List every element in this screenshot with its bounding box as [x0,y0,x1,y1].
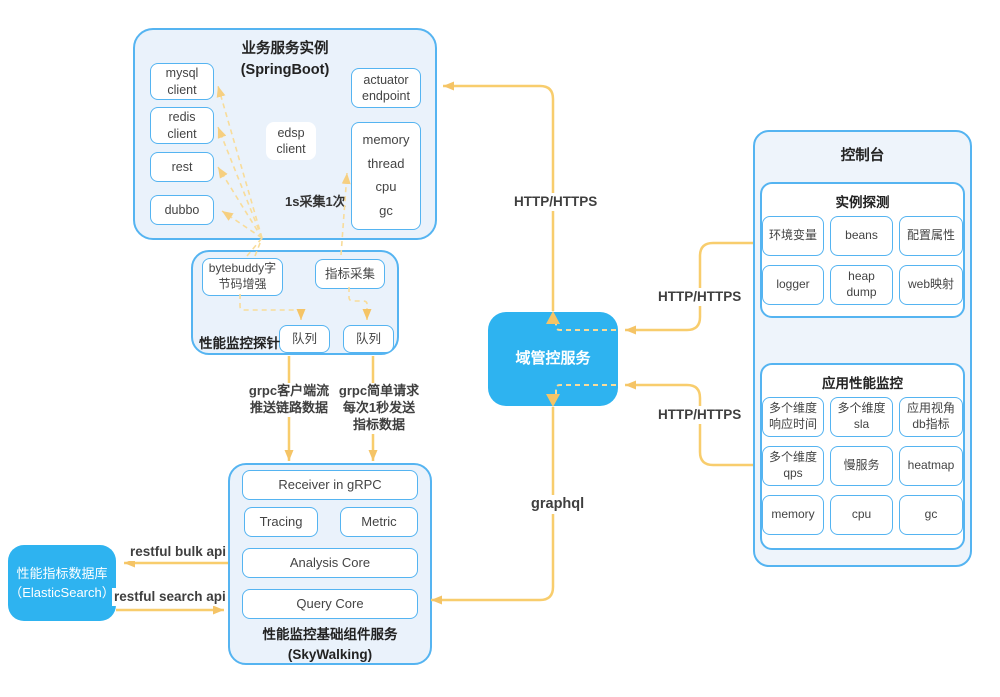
restful-search-label: restful search api [112,588,228,606]
skywalking-label-line1: 性能监控基础组件服务 [262,627,398,642]
domain-control-service-label: 域管控服务 [515,349,591,367]
config-props-box: 配置属性 [899,216,963,256]
redis-client-box: redis client [150,107,214,144]
console-top-http-line [625,241,753,335]
skywalking-label: 性能监控基础组件服务 (SkyWalking) [230,625,430,666]
db-metric-box: 应用视角db指标 [899,397,963,437]
instance-probe-title: 实例探测 [835,195,890,210]
probe-label: 性能监控探针 [199,336,280,351]
graphql-label: graphql [529,495,587,514]
metric-gc: gc [379,203,393,219]
springboot-title-line2: (SpringBoot) [240,62,330,79]
qps-box: 多个维度qps [762,446,824,486]
domain-control-service-box: 域管控服务 [488,312,618,406]
sample-rate-note: 1s采集1次 [285,194,346,209]
jvm-metrics-box: memory thread cpu gc [351,122,421,230]
elasticsearch-label-line2: （ElasticSearch） [9,585,115,600]
http-to-springboot-label: HTTP/HTTPS [512,193,600,211]
metric-cpu: cpu [375,179,397,195]
elasticsearch-label-line1: 性能指标数据库 [16,565,108,581]
metric-box: Metric [340,507,418,537]
receiver-grpc-box: Receiver in gRPC [242,470,418,500]
sla-box: 多个维度sla [830,397,893,437]
heap-dump-box: heap dump [830,265,893,305]
skywalking-label-line2: (SkyWalking) [287,647,373,663]
slow-svc-box: 慢服务 [830,446,893,486]
query-core-box: Query Core [242,589,418,619]
console-box: 控制台 实例探测 环境变量 beans 配置属性 logger heap dum… [753,130,972,567]
console-title: 控制台 [840,148,885,164]
memory-box: memory [762,495,824,535]
apm-grid: 多个维度响应时间 多个维度sla 应用视角db指标 多个维度qps 慢服务 he… [762,397,963,535]
metric-collector-box: 指标采集 [315,259,385,289]
queue-box-1: 队列 [279,325,330,353]
logger-box: logger [762,265,824,305]
edsp-client-box: edsp client [266,122,316,160]
apm-title: 应用性能监控 [822,376,903,391]
instance-probe-panel: 实例探测 环境变量 beans 配置属性 logger heap dump we… [760,182,965,318]
instance-probe-grid: 环境变量 beans 配置属性 logger heap dump web映射 [762,216,963,305]
beans-box: beans [830,216,893,256]
grpc-stream-label: grpc客户端流 推送链路数据 [243,383,335,417]
web-mapping-box: web映射 [899,265,963,305]
rest-box: rest [150,152,214,182]
grpc-simple-label: grpc简单请求 每次1秒发送 指标数据 [334,383,424,434]
probe-box: bytebuddy字节码增强 指标采集 队列 队列 性能监控探针 [191,250,399,355]
skywalking-box: Receiver in gRPC Tracing Metric Analysis… [228,463,432,665]
springboot-title: 业务服务实例 (SpringBoot) [135,39,435,81]
gc-box: gc [899,495,963,535]
bytebuddy-box: bytebuddy字节码增强 [202,258,283,296]
springboot-title-line1: 业务服务实例 [241,41,329,57]
console-bottom-http-label: HTTP/HTTPS [656,406,744,424]
resp-time-box: 多个维度响应时间 [762,397,824,437]
env-vars-box: 环境变量 [762,216,824,256]
analysis-core-box: Analysis Core [242,548,418,578]
tracing-box: Tracing [244,507,318,537]
mysql-client-box: mysql client [150,63,214,100]
metric-memory: memory [362,131,410,147]
metric-thread: thread [367,155,405,171]
heatmap-box: heatmap [899,446,963,486]
elasticsearch-box: 性能指标数据库 （ElasticSearch） [8,545,116,621]
restful-bulk-label: restful bulk api [128,543,229,561]
cpu-box: cpu [830,495,893,535]
springboot-instance-box: 业务服务实例 (SpringBoot) mysql client redis c… [133,28,437,240]
console-bottom-http-line [625,380,753,467]
queue-box-2: 队列 [343,325,394,353]
actuator-endpoint-box: actuator endpoint [351,68,421,108]
apm-panel: 应用性能监控 多个维度响应时间 多个维度sla 应用视角db指标 多个维度qps… [760,363,965,550]
dubbo-box: dubbo [150,195,214,225]
console-top-http-label: HTTP/HTTPS [656,288,744,306]
